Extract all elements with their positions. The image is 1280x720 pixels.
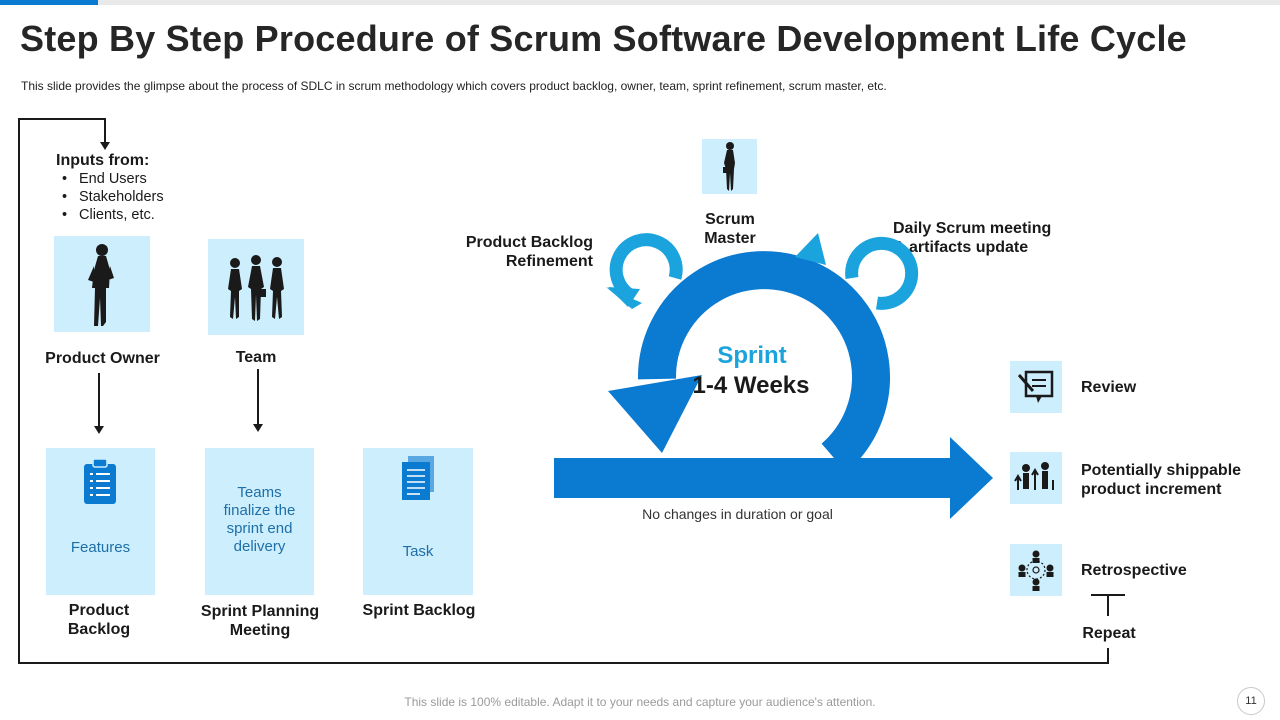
sprint-duration: 1-4 Weeks	[692, 372, 810, 399]
daily-scrum-loop-arrowhead	[795, 233, 826, 265]
daily-scrum-loop	[845, 236, 919, 310]
growth-people-icon	[1014, 462, 1054, 490]
team-silhouette-icon	[228, 255, 284, 321]
daily-scrum-label: Daily Scrum meeting & artifacts update	[893, 220, 1052, 256]
team-arrowhead	[253, 424, 263, 432]
top-bar-accent	[0, 0, 98, 5]
person-silhouette-icon	[723, 142, 735, 191]
input-item: Clients, etc.	[62, 206, 164, 224]
footer-note: This slide is 100% editable. Adapt it to…	[404, 695, 876, 709]
product-backlog-caption: Product Backlog	[67, 602, 131, 638]
sprint-backlog-caption: Sprint Backlog	[362, 602, 476, 619]
task-text: Task	[402, 543, 434, 560]
inputs-heading: Inputs from:	[56, 152, 150, 169]
features-text: Features	[70, 539, 131, 556]
review-label: Review	[1081, 379, 1137, 396]
sprint-planning-box: Teams finalize the sprint end delivery	[205, 448, 314, 595]
refinement-loop	[609, 233, 683, 301]
product-backlog-box: Features	[46, 448, 155, 595]
top-bar	[0, 0, 1280, 5]
scrum-master-label: Scrum Master	[704, 211, 756, 247]
clipboard-checklist-icon	[84, 458, 116, 504]
person-silhouette-icon	[88, 244, 114, 326]
sprint-backlog-box: Task	[363, 448, 473, 595]
task-document-icon	[402, 456, 434, 500]
sprint-cycle-graphic	[554, 233, 993, 519]
slide-title: Step By Step Procedure of Scrum Software…	[20, 18, 1187, 59]
review-tile	[1010, 361, 1062, 413]
owner-arrowhead	[94, 426, 104, 434]
sprint-planning-text: Teams finalize the sprint end delivery	[223, 484, 296, 555]
inputs-list: End Users Stakeholders Clients, etc.	[62, 170, 164, 224]
scrum-master-tile	[702, 139, 757, 194]
product-owner-tile	[54, 236, 150, 332]
retrospective-tile	[1010, 544, 1062, 596]
increment-label: Potentially shippable product increment	[1081, 462, 1242, 498]
sprint-label: Sprint	[717, 342, 787, 369]
team-meeting-icon	[1018, 550, 1054, 591]
sprint-loop-ring	[637, 251, 890, 473]
refinement-label: Product Backlog Refinement	[465, 234, 593, 270]
input-item: End Users	[62, 170, 164, 188]
product-owner-label: Product Owner	[45, 350, 160, 367]
feedback-arrowhead	[100, 142, 110, 150]
sprint-planning-caption: Sprint Planning Meeting	[200, 603, 320, 639]
sprint-note: No changes in duration or goal	[642, 506, 833, 522]
retrospective-label: Retrospective	[1081, 562, 1187, 579]
review-feedback-icon	[1017, 370, 1054, 403]
team-tile	[208, 239, 304, 335]
sprint-loop-arrowhead	[608, 375, 702, 453]
slide-subtitle: This slide provides the glimpse about th…	[21, 79, 887, 93]
page-number: 11	[1237, 687, 1265, 715]
sprint-flow-arrow-body	[554, 458, 954, 498]
input-item: Stakeholders	[62, 188, 164, 206]
feedback-loop-line	[18, 118, 1109, 664]
increment-tile	[1010, 452, 1062, 504]
sprint-flow-arrowhead	[950, 437, 993, 519]
team-label: Team	[235, 349, 277, 366]
repeat-label: Repeat	[1082, 625, 1136, 642]
